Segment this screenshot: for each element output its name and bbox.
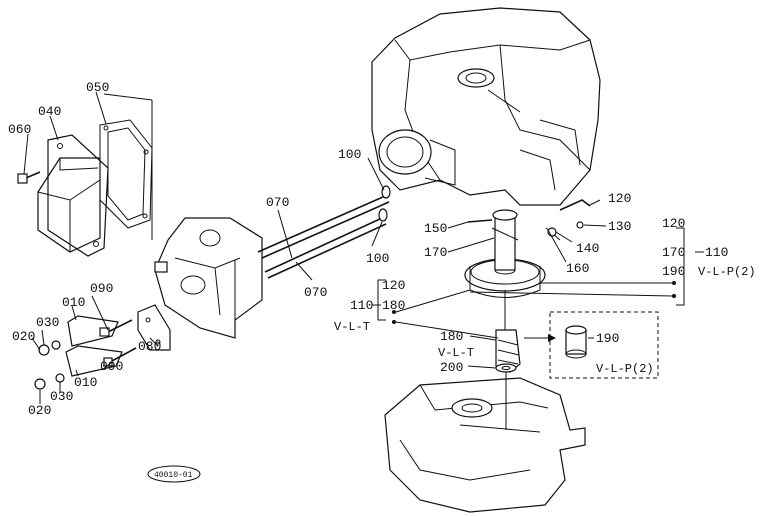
callout-160: 160 [566, 261, 589, 276]
callout-180: 180 [440, 329, 463, 344]
rocker-010-lower [65, 345, 123, 377]
cam-gear [464, 209, 546, 330]
kit-label-vlp-box: V-L-P(2) [596, 362, 654, 376]
callout-140: 140 [576, 241, 599, 256]
side-plate-080 [137, 304, 171, 351]
kit-bracket-vlt-left [377, 279, 386, 321]
callout-190: 190 [662, 264, 685, 279]
callout-180: 180 [382, 298, 405, 313]
callout-100: 100 [338, 147, 361, 162]
callout-070: 070 [304, 285, 327, 300]
callout-070: 070 [266, 195, 289, 210]
callout-120: 120 [382, 278, 405, 293]
callout-130: 130 [608, 219, 631, 234]
kit-label-vlp: V-L-P(2) [698, 265, 756, 279]
callout-090: 090 [90, 281, 113, 296]
callout-010: 010 [62, 295, 85, 310]
callout-170: 170 [662, 245, 685, 260]
screw-060 [17, 171, 41, 184]
gear-180 [495, 329, 521, 373]
figure-tag-text: 40010-01 [154, 471, 193, 480]
cylinder-head [154, 217, 263, 339]
callout-050: 050 [86, 80, 109, 95]
callout-020: 020 [12, 329, 35, 344]
callout-120: 120 [608, 191, 631, 206]
bushing-190 [565, 325, 587, 359]
callout-110: 110 [705, 245, 728, 260]
callout-060: 060 [8, 122, 31, 137]
callout-190: 190 [596, 331, 619, 346]
callout-090: 090 [100, 359, 123, 374]
callout-labels: 010 010 020 020 030 030 040 050 060 070 … [8, 80, 728, 418]
bolts-090 [99, 319, 137, 367]
breather-gasket [99, 119, 153, 229]
kit-labels: V-L-P(2) V-L-P(2) V-L-T V-L-T [334, 265, 756, 376]
crankcase-base [384, 372, 586, 513]
kit-arrows [392, 281, 676, 342]
figure-tag: 40010-01 [147, 465, 201, 483]
leader-lines [23, 91, 607, 404]
callout-080: 080 [138, 339, 161, 354]
callout-020: 020 [28, 403, 51, 418]
callout-010: 010 [74, 375, 97, 390]
callout-100: 100 [366, 251, 389, 266]
callout-200: 200 [440, 360, 463, 375]
vlp-dashed-box [549, 311, 659, 379]
callout-150: 150 [424, 221, 447, 236]
push-rods [257, 185, 391, 279]
kit-label-vlt: V-L-T [334, 320, 370, 334]
breather-cover [37, 134, 109, 257]
callout-040: 040 [38, 104, 61, 119]
callout-030: 030 [36, 315, 59, 330]
crankcase-block [371, 7, 601, 206]
callout-110: 110 [350, 298, 373, 313]
nuts-020-030 [34, 340, 65, 390]
kit-label-vlt-center: V-L-T [438, 346, 474, 360]
callout-120: 120 [662, 216, 685, 231]
callout-170: 170 [424, 245, 447, 260]
kit-bracket-vlp-right [676, 227, 685, 306]
callout-030: 030 [50, 389, 73, 404]
governor-parts [467, 199, 591, 241]
washer-200 [495, 363, 517, 373]
